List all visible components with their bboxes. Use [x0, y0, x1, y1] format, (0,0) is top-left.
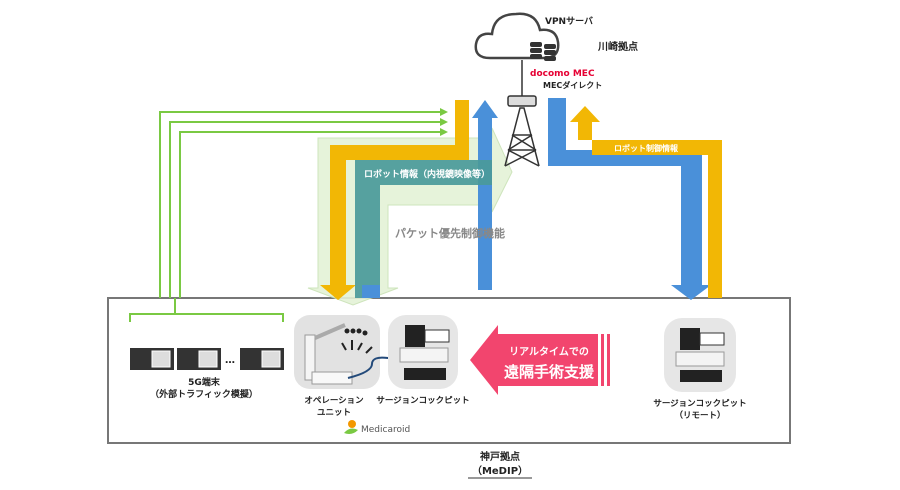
robot-info-band [355, 160, 492, 298]
robot-info-base [362, 285, 380, 298]
mec-direct-label: MECダイレクト [543, 80, 602, 90]
kobe-site-label: 神戸拠点 [480, 450, 520, 463]
surgeon-cockpit-label: サージョンコックピット [376, 395, 469, 406]
medip-label: （MeDIP） [472, 464, 528, 477]
robot-control-label: ロボット制御情報 [614, 143, 679, 153]
operation-unit-label: オペレーション [304, 396, 364, 406]
external-traffic-label: （外部トラフィック模擬） [150, 388, 258, 400]
robot-control-up-arrow [570, 106, 722, 298]
realtime-label: リアルタイムでの [509, 346, 589, 358]
remote-label: （リモート） [674, 410, 725, 421]
operation-unit-label-2: ユニット [317, 408, 351, 418]
svg-text:Medicaroid: Medicaroid [361, 425, 410, 435]
operation-unit-image [294, 315, 380, 389]
surgeon-cockpit-image [388, 315, 458, 389]
remote-surgery-support-label: 遠隔手術支援 [504, 363, 595, 381]
5g-terminal-label: 5G端末 [188, 376, 221, 388]
remote-cockpit-label: サージョンコックピット [653, 398, 746, 409]
robot-info-up-arrow [472, 100, 498, 290]
robot-info-label: ロボット情報（内視鏡映像等） [364, 168, 490, 180]
robot-control-down-arrow [320, 100, 469, 300]
remote-support-arrow: リアルタイムでの 遠隔手術支援 [470, 325, 610, 395]
server-icon [530, 42, 556, 61]
packet-priority-label: パケット優先制御機能 [395, 226, 505, 240]
kawasaki-site-label: 川崎拠点 [597, 40, 638, 53]
vpn-server-label: VPNサーバ [545, 16, 593, 27]
medicaroid-logo: Medicaroid [344, 420, 410, 435]
traffic-arrowheads [440, 108, 448, 136]
5g-terminals [130, 348, 284, 370]
antenna-tower-icon [504, 60, 540, 167]
docomo-mec-logo: docomo MEC [530, 69, 595, 79]
robot-info-down-arrow [548, 98, 711, 300]
remote-cockpit-image [664, 318, 736, 392]
terminals-ellipsis: … [225, 355, 235, 366]
connection-cable [347, 355, 403, 379]
external-traffic-lines [129, 111, 440, 322]
